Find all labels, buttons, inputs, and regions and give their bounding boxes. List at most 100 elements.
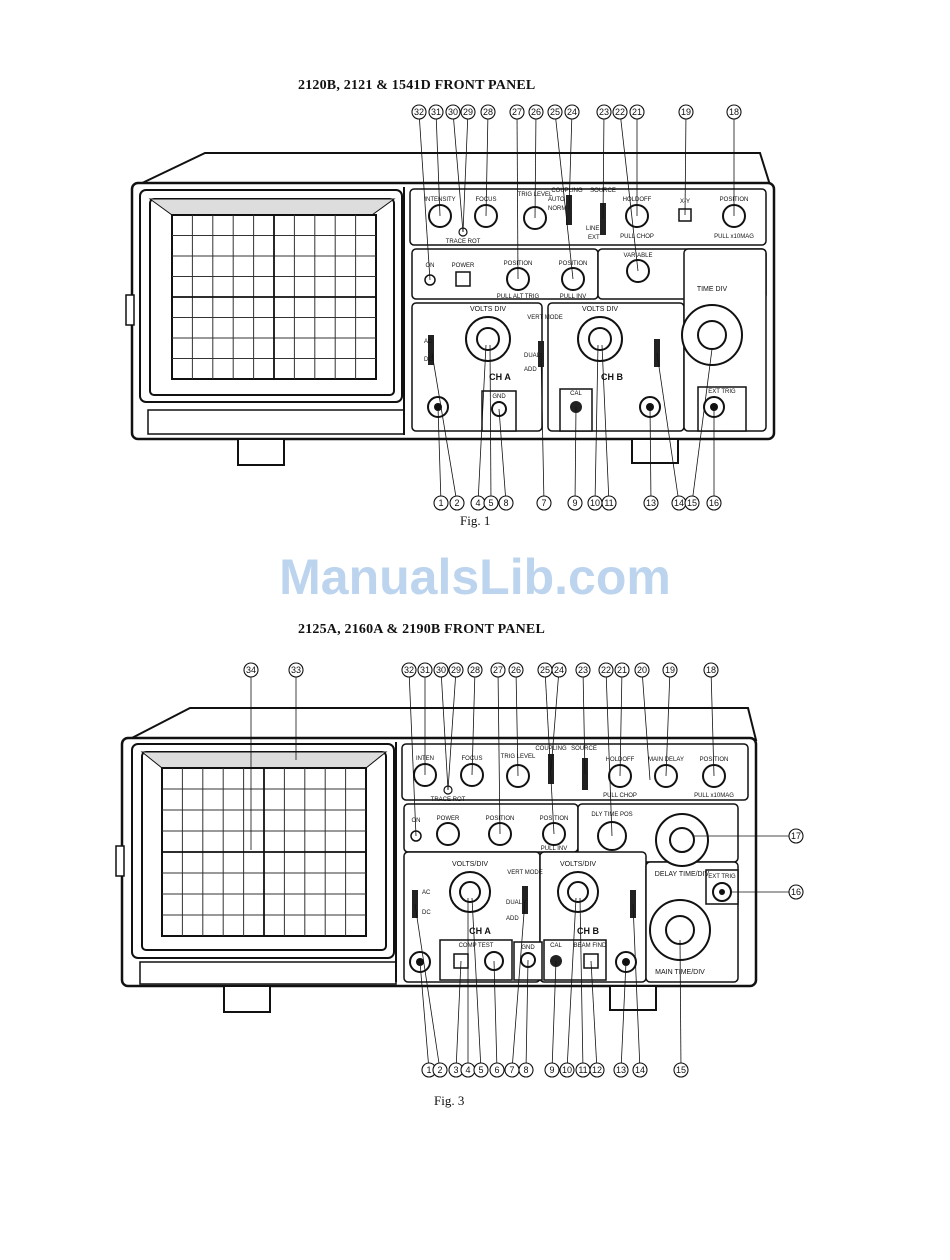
fig3-caption: Fig. 3 xyxy=(434,1093,465,1108)
fig3-top-callout-18: 18 xyxy=(706,665,716,675)
auto-label: AUTO xyxy=(548,197,565,203)
fig3-top-callout-34: 34 xyxy=(246,665,256,675)
fig3-top-callout-circle xyxy=(467,662,483,678)
fig1-top-callout-32: 32 xyxy=(414,107,424,117)
fig1-bot-callout-9: 9 xyxy=(572,498,577,508)
fig3-bot-callout-circle xyxy=(632,1062,648,1078)
fig1-title: 2120B, 2121 & 1541D FRONT PANEL xyxy=(298,78,536,93)
fig3-top-callout-circle xyxy=(288,662,304,678)
fig3-top-callout-23: 23 xyxy=(578,665,588,675)
fig1-top-callout-31: 31 xyxy=(431,107,441,117)
cal-label-3: CAL xyxy=(550,943,562,949)
fig1-top-callout-29: 29 xyxy=(463,107,473,117)
fig3-top-callout-circle xyxy=(634,662,650,678)
dc-label: DC xyxy=(424,357,433,363)
fig3-bot-callout-circle xyxy=(559,1062,575,1078)
fig3-top-callout-32: 32 xyxy=(404,665,414,675)
fig1-bot-callout-circle xyxy=(536,495,552,511)
coupling-label: COUPLING xyxy=(551,188,583,194)
fig1-caption: Fig. 1 xyxy=(460,513,491,528)
gnd-label-3: GND xyxy=(521,945,535,951)
fig1-top-callout-circle xyxy=(480,104,496,120)
fig3-top-callout-28: 28 xyxy=(470,665,480,675)
main-delay-label: MAIN DELAY xyxy=(648,757,684,763)
fig1-bot-callout-10: 10 xyxy=(590,498,600,508)
pull-inv-label: PULL INV xyxy=(560,294,586,300)
fig3-bot-callout-6: 6 xyxy=(494,1065,499,1075)
norm-label: NORM xyxy=(548,206,566,212)
fig1-bot-callout-circle xyxy=(449,495,465,511)
fig3-bot-callout-10: 10 xyxy=(562,1065,572,1075)
fig3-bot-callout-11: 11 xyxy=(578,1065,587,1075)
ext-label: EXT xyxy=(588,235,600,241)
fig3-bot-callout-12: 12 xyxy=(592,1065,602,1075)
fig1-top-callout-24: 24 xyxy=(567,107,577,117)
fig3-side-callout-circle xyxy=(788,884,804,900)
fig3-bot-callout-circle xyxy=(473,1062,489,1078)
ac-label: AC xyxy=(424,339,433,345)
fig3-top-callout-circle xyxy=(448,662,464,678)
power-label-3: POWER xyxy=(437,816,460,822)
fig1-top-callout-22: 22 xyxy=(615,107,625,117)
fig1-bot-callout-13: 13 xyxy=(646,498,656,508)
fig3-bot-callout-circle xyxy=(518,1062,534,1078)
fig1-bot-callout-circle xyxy=(706,495,722,511)
fig3-top-callout-circle xyxy=(575,662,591,678)
fig3-top-callout-27: 27 xyxy=(493,665,503,675)
fig1-top-callout-28: 28 xyxy=(483,107,493,117)
fig3-graticule xyxy=(162,768,366,936)
fig1-bot-callout-circle xyxy=(567,495,583,511)
fig1-top-callout-30: 30 xyxy=(448,107,458,117)
trace-rot-label: TRACE ROT xyxy=(446,239,481,245)
chb-label-3: CH B xyxy=(577,926,599,936)
trace-rot-label-3: TRACE ROT xyxy=(431,797,466,803)
fig1-top-callout-circle xyxy=(678,104,694,120)
fig3-top-callout-26: 26 xyxy=(511,665,521,675)
fig3-bot-callout-5: 5 xyxy=(478,1065,483,1075)
fig3-top-callout-circle xyxy=(417,662,433,678)
fig3-bot-callout-circle xyxy=(613,1062,629,1078)
fig1-graticule xyxy=(172,215,376,379)
ac-label-3: AC xyxy=(422,890,431,896)
fig1-top-callout-26: 26 xyxy=(531,107,541,117)
fig3-top-callout-circle xyxy=(243,662,259,678)
chb-pos-label: POSITION xyxy=(559,261,588,267)
fig1-bot-callout-circle xyxy=(684,495,700,511)
pull-inv-label-3: PULL INV xyxy=(541,846,567,852)
comp-test-label: COMP TEST xyxy=(459,943,494,949)
fig1-top-callout-circle xyxy=(726,104,742,120)
fig3-bot-callout-circle xyxy=(489,1062,505,1078)
fig1-bot-callout-16: 16 xyxy=(709,498,719,508)
fig3-top-callout-21: 21 xyxy=(617,665,627,675)
fig3-bot-callout-7: 7 xyxy=(509,1065,514,1075)
fig3-top-callout-circle xyxy=(508,662,524,678)
fig1-top-callout-circle xyxy=(629,104,645,120)
fig1-top-callout-27: 27 xyxy=(512,107,522,117)
vert-mode-label: VERT MODE xyxy=(527,315,562,321)
fig1-top-callout-19: 19 xyxy=(681,107,691,117)
fig3-bot-callout-circle xyxy=(544,1062,560,1078)
fig3-top-callout-circle xyxy=(598,662,614,678)
fig1-oscilloscope-drawing: INTENSITY FOCUS TRACE ROT TRIG LEVEL COU… xyxy=(125,104,776,511)
fig3-bot-callout-15: 15 xyxy=(676,1065,686,1075)
beam-find-label: BEAM FIND xyxy=(574,943,607,949)
cal-label: CAL xyxy=(570,391,582,397)
fig3-bot-callout-circle xyxy=(589,1062,605,1078)
add-label-3: ADD xyxy=(506,916,519,922)
fig3-top-callout-22: 22 xyxy=(601,665,611,675)
fig1-top-callout-circle xyxy=(445,104,461,120)
fig3-top-callout-circle xyxy=(551,662,567,678)
pull-x10mag-label-3: PULL x10MAG xyxy=(694,793,734,799)
delay-time-div-label: DELAY TIME/DIV xyxy=(655,871,710,878)
ext-trig-label: EXT TRIG xyxy=(708,389,736,395)
focus-label-3: FOCUS xyxy=(462,756,483,762)
fig1-bot-callout-circle xyxy=(601,495,617,511)
on-label: ON xyxy=(426,263,435,269)
fig1-bot-callout-1: 1 xyxy=(438,498,443,508)
fig1-top-callout-circle xyxy=(428,104,444,120)
pull-chop-label-3: PULL CHOP xyxy=(603,793,637,799)
fig3-top-callout-25: 25 xyxy=(540,665,550,675)
fig3-top-callout-circle xyxy=(433,662,449,678)
fig3-bot-callout-3: 3 xyxy=(453,1065,458,1075)
chb-volts-div-label-3: VOLTS/DIV xyxy=(560,861,596,868)
